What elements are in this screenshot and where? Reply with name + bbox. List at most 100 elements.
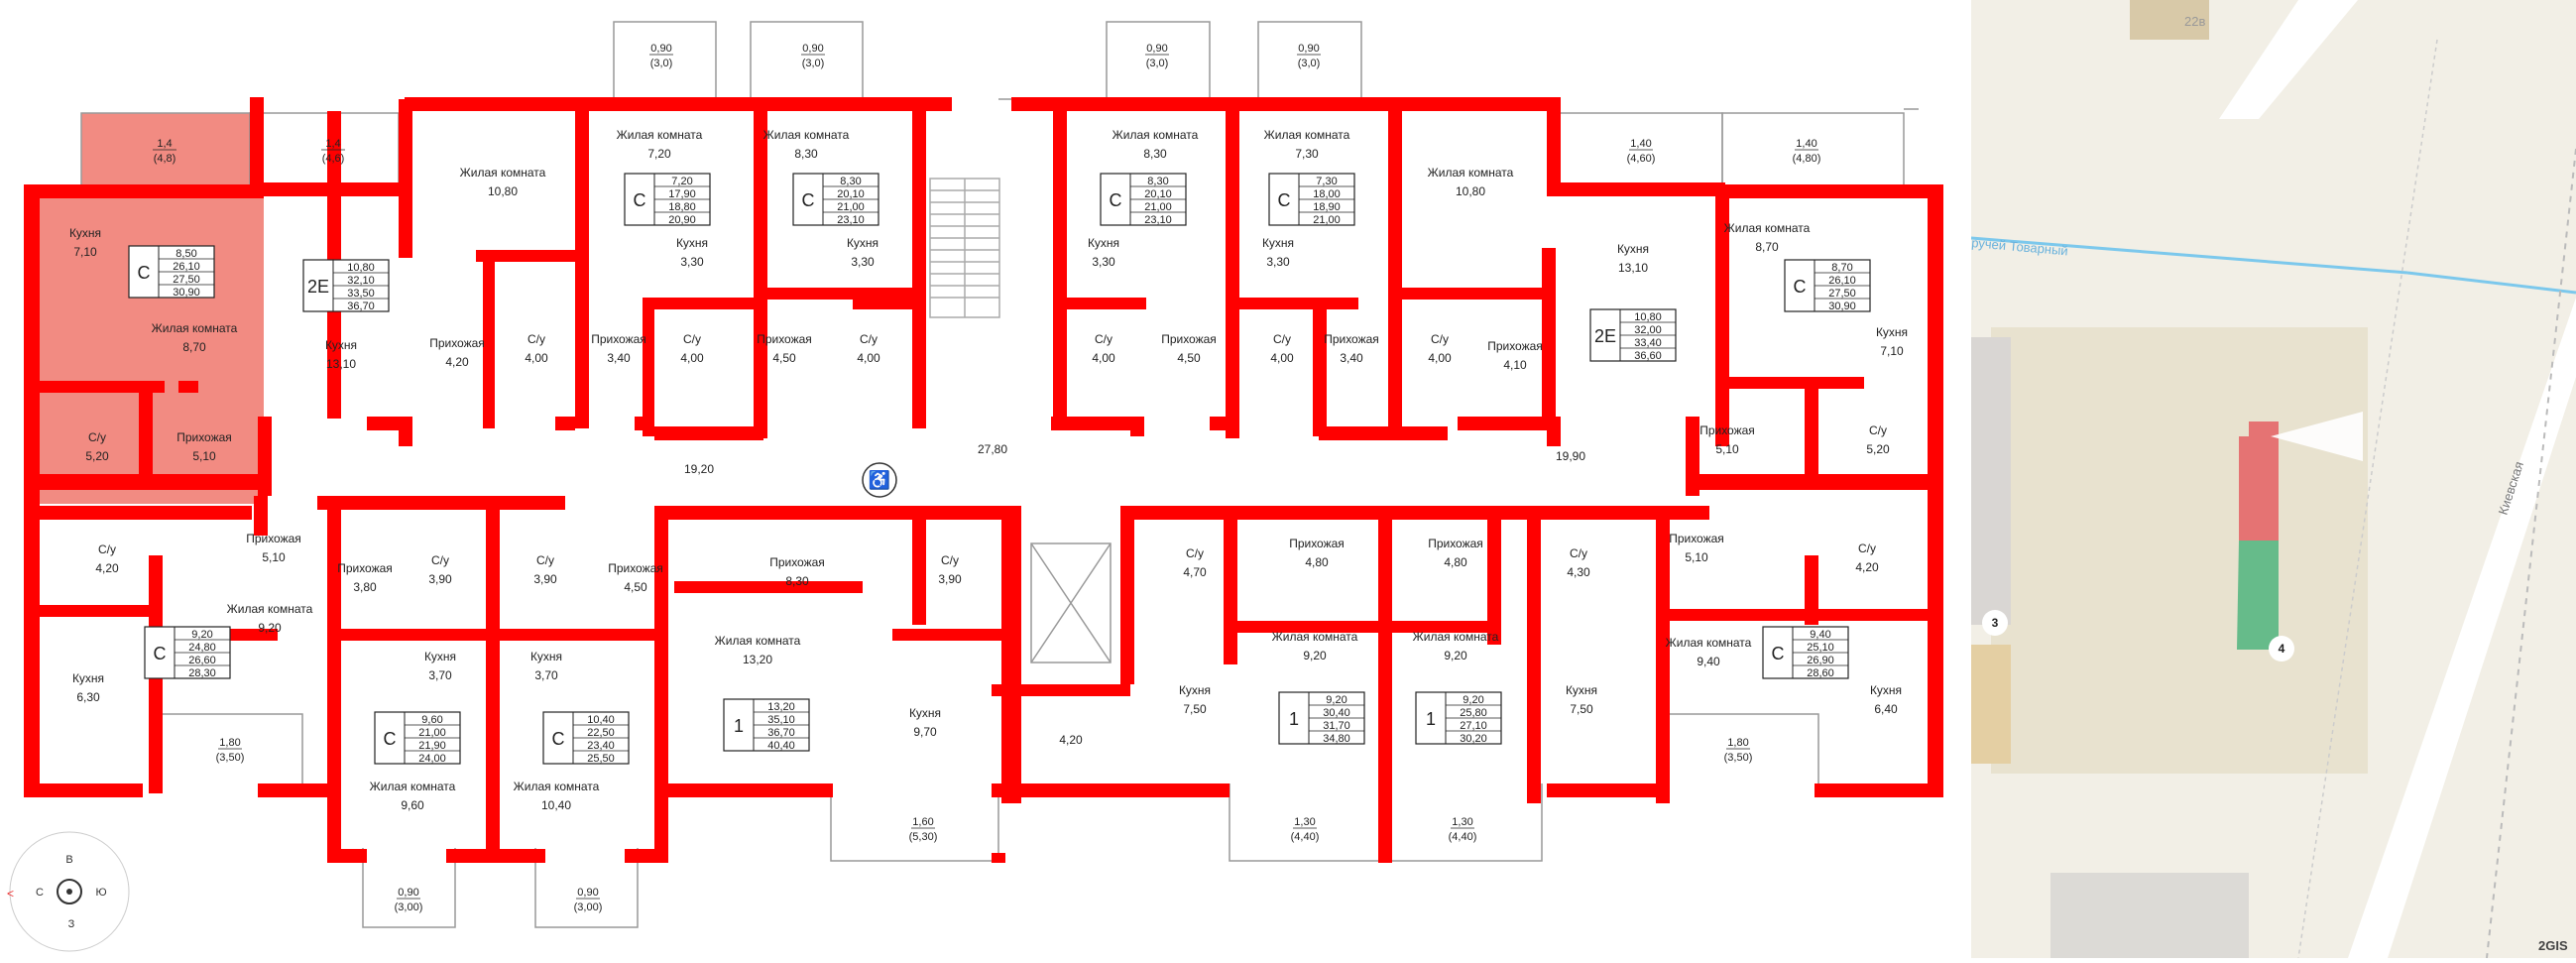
apartment-area-value: 7,20: [671, 176, 692, 187]
room-name: С/у: [1869, 423, 1887, 437]
room-name: Кухня: [72, 671, 104, 685]
compass: С В Ю З <: [7, 831, 130, 952]
apartment-area-value: 28,30: [188, 667, 216, 679]
room-name: Прихожая: [1487, 339, 1543, 353]
map-railway: [2486, 148, 2576, 958]
map-view-direction-icon: [2271, 412, 2363, 461]
balcony-area: 1,40: [1630, 138, 1651, 150]
room-area: 3,30: [680, 255, 704, 269]
room-name: С/у: [1431, 332, 1449, 346]
room-area: 9,40: [1697, 655, 1720, 668]
balcony-area-total: (4,60): [1627, 153, 1656, 165]
balcony-area-total: (4,6): [322, 153, 345, 165]
balcony-area: 1,80: [1727, 737, 1748, 749]
room-area: 5,10: [262, 550, 286, 564]
balcony-area-total: (3,00): [574, 902, 603, 913]
room-area: 3,70: [428, 668, 452, 682]
room-name: Жилая комната: [1272, 630, 1358, 644]
balcony-area: 1,4: [325, 138, 340, 150]
room-name: Прихожая: [1161, 332, 1217, 346]
room-area: 4,80: [1444, 555, 1467, 569]
room-name: Кухня: [69, 226, 101, 240]
balcony-area-total: (3,0): [1298, 58, 1321, 69]
map-stream: [1971, 236, 2408, 275]
apartment-area-value: 22,50: [587, 727, 615, 739]
balcony-area: 1,30: [1294, 816, 1315, 828]
corridor-area: 4,20: [1059, 733, 1083, 747]
svg-text:4: 4: [2279, 642, 2285, 656]
corridor-area: 19,90: [1556, 449, 1585, 463]
room-name: Жилая комната: [763, 128, 850, 142]
room-name: С/у: [536, 553, 554, 567]
room-name: Жилая комната: [715, 634, 801, 648]
map-building-selected-red[interactable]: [2239, 421, 2279, 541]
apartment-area-value: 24,80: [188, 642, 216, 654]
map-marker-3[interactable]: 3: [1982, 610, 2008, 636]
apartment-area-value: 23,10: [1144, 214, 1172, 226]
map-marker-4[interactable]: 4: [2269, 636, 2294, 662]
room-name: С/у: [527, 332, 545, 346]
apartment-type: С: [384, 729, 397, 749]
room-area: 9,20: [1303, 649, 1327, 662]
apartment-area-value: 9,20: [1326, 694, 1347, 706]
apartment-area-value: 21,90: [418, 740, 446, 752]
apartment-area-value: 20,90: [668, 214, 696, 226]
room-name: Прихожая: [769, 555, 825, 569]
room-area: 7,10: [1880, 344, 1904, 358]
map-building: [1971, 337, 2011, 625]
room-area: 6,40: [1874, 702, 1898, 716]
svg-text:3: 3: [1992, 616, 1999, 630]
map-building-selected-green[interactable]: [2237, 541, 2279, 650]
balcony-area-total: (4,8): [154, 153, 176, 165]
balcony-area: 1,40: [1796, 138, 1816, 150]
room-name: С/у: [1273, 332, 1291, 346]
location-map[interactable]: 3 4 22в ручей Товарный Киевская 2GIS: [1971, 0, 2576, 958]
room-area: 4,50: [772, 351, 796, 365]
room-area: 8,30: [785, 574, 809, 588]
apartment-area-value: 21,00: [1313, 214, 1341, 226]
room-area: 10,80: [488, 184, 518, 198]
room-area: 3,90: [938, 572, 962, 586]
apartment-type: С: [1794, 277, 1807, 297]
map-road: [2348, 298, 2576, 958]
selected-balcony[interactable]: [81, 113, 250, 188]
room-name: Кухня: [847, 236, 878, 250]
apartment-type: С: [154, 644, 167, 663]
compass-west: З: [68, 918, 75, 930]
room-name: Прихожая: [1324, 332, 1379, 346]
room-area: 4,70: [1183, 565, 1207, 579]
room-area: 3,70: [534, 668, 558, 682]
compass-east: В: [65, 854, 72, 866]
corridor-area: 27,80: [978, 442, 1007, 456]
walls: [24, 97, 1943, 863]
apartment-type: С: [1278, 190, 1291, 210]
room-name: С/у: [1186, 546, 1204, 560]
apartment-type: 2Е: [1594, 326, 1616, 346]
apartment-area-value: 30,40: [1323, 707, 1350, 719]
room-name: Кухня: [1870, 683, 1902, 697]
balcony-area: 0,90: [802, 43, 823, 55]
apartment-type: С: [634, 190, 646, 210]
balcony-area: 1,30: [1452, 816, 1472, 828]
room-name: С/у: [88, 430, 106, 444]
map-block: [1991, 327, 2368, 774]
balcony-area: 0,90: [650, 43, 671, 55]
apartment-area-value: 8,30: [840, 176, 861, 187]
apartment-area-value: 9,40: [1810, 629, 1830, 641]
balcony-area-total: (4,40): [1449, 831, 1477, 843]
